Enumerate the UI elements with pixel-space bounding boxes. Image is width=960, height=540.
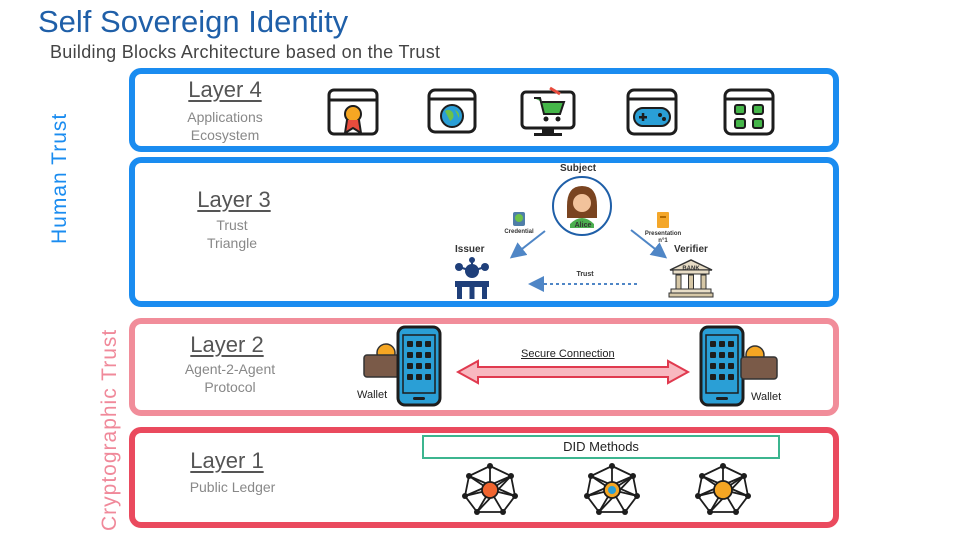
- right-wallet-icon: [740, 345, 778, 380]
- verifier-label: Verifier: [674, 244, 708, 255]
- issuer-network-icon: [455, 257, 489, 299]
- layer2-desc-line1: Agent-2-Agent: [184, 361, 276, 377]
- page-title: Self Sovereign Identity: [38, 4, 349, 39]
- secure-connection-label: Secure Connection: [521, 348, 615, 360]
- layer4-title: Layer 4: [188, 77, 262, 102]
- credential-icon: [513, 212, 525, 226]
- issuer-label: Issuer: [455, 244, 485, 255]
- layer3-desc-line1: Trust: [216, 217, 248, 233]
- layer1-desc: Public Ledger: [189, 479, 276, 495]
- trust-label: Trust: [576, 271, 594, 278]
- presentation-label-line1: Presentation: [644, 231, 682, 237]
- layer3-desc-line2: Triangle: [206, 235, 258, 251]
- blockchain-network-icon-2: [584, 463, 640, 515]
- secure-connection-arrow: [455, 359, 691, 385]
- layer3-box: [129, 157, 839, 307]
- wallet-left-label: Wallet: [357, 389, 388, 401]
- layer4-box: [129, 68, 839, 152]
- alice-label: Alice: [574, 222, 592, 229]
- credential-label: Credential: [504, 229, 534, 235]
- did-methods-box: [422, 435, 780, 459]
- page-subtitle: Building Blocks Architecture based on th…: [50, 42, 441, 62]
- shopping-cart-monitor-icon: [520, 86, 576, 136]
- layer1-title: Layer 1: [190, 448, 264, 473]
- layer2-desc-line2: Protocol: [204, 379, 256, 395]
- left-phone-icon: [396, 325, 442, 407]
- blockchain-network-icon-3: [695, 463, 751, 515]
- bank-label: BANK: [682, 266, 700, 272]
- certificate-icon: [327, 88, 379, 136]
- layer2-title: Layer 2: [190, 332, 264, 357]
- bank-icon: [668, 259, 714, 298]
- layer2-box: [129, 318, 839, 416]
- presentation-icon: [657, 212, 669, 228]
- layer4-desc-line1: Applications: [187, 109, 263, 125]
- wallet-right-label: Wallet: [751, 391, 782, 403]
- layer3-title: Layer 3: [197, 187, 271, 212]
- app-grid-icon: [723, 88, 775, 136]
- alice-avatar-icon: [552, 176, 612, 236]
- presentation-label-line2: n°1: [658, 238, 668, 244]
- web-browser-icon: [427, 88, 477, 134]
- game-controller-app-icon: [626, 88, 678, 136]
- layer4-desc-line2: Ecosystem: [190, 127, 260, 143]
- right-phone-icon: [699, 325, 745, 407]
- layer1-box: [129, 427, 839, 528]
- blockchain-network-icon-1: [462, 463, 518, 515]
- subject-label: Subject: [560, 163, 597, 174]
- did-methods-label: DID Methods: [563, 439, 639, 454]
